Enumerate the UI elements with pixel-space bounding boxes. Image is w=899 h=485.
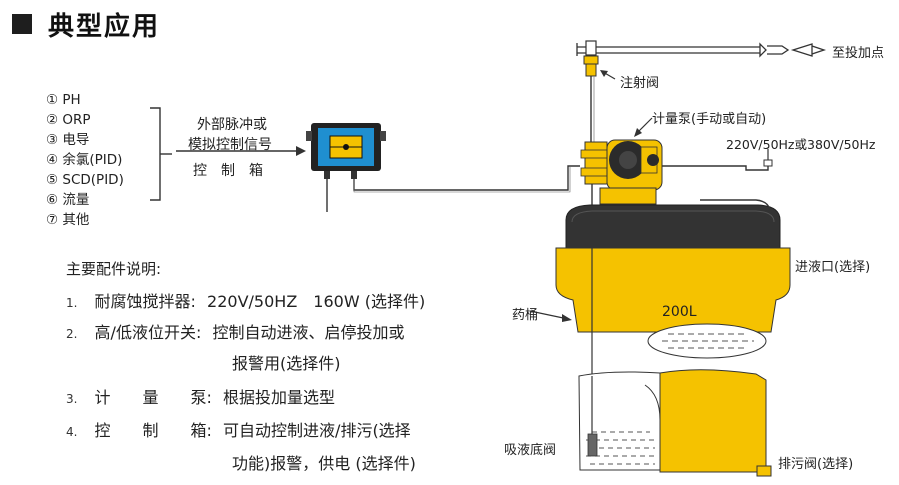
tank-lower [578,369,772,477]
signal-arrow [176,146,306,156]
accessory-number: 1. [66,296,78,310]
accessory-number: 2. [66,327,78,341]
accessory-desc-continued: 功能)报警，供电 (选择件) [232,454,416,473]
accessory-desc-continued: 报警用(选择件) [232,354,341,373]
injection-valve [583,40,599,142]
dosing-point-label: 至投加点 [832,46,885,61]
title-square-icon [12,14,32,34]
accessory-number: 4. [66,425,78,439]
parameter-item: ⑦ 其他 [46,212,90,228]
dosing-line [576,42,827,58]
accessory-item-4: 4. 控 制 箱: 可自动控制进液/排污(选择 [66,417,411,441]
accessory-item-2: 2. 高/低液位开关: 控制自动进液、启停投加或 [66,319,404,343]
accessory-item-3: 3. 计 量 泵: 根据投加量选型 [66,384,335,408]
signal-label-line2: 模拟控制信号 [188,137,272,153]
tank-lid [565,199,781,249]
accessory-name: 计 量 泵: [94,388,212,407]
parameter-item: ④ 余氯(PID) [46,152,123,168]
accessory-number: 3. [66,392,78,406]
tank-pointer [529,310,572,322]
power-cord [662,160,769,171]
page-title: 典型应用 [48,12,161,42]
accessory-name: 高/低液位开关: [94,323,202,342]
accessory-name: 耐腐蚀搅拌器: [94,292,196,311]
control-box-label: 控 制 箱 [193,163,263,179]
parameter-item: ② ORP [46,112,91,128]
signal-cable [353,165,580,191]
parameter-item: ③ 电导 [46,132,90,148]
accessory-desc: 根据投加量选型 [223,388,336,407]
control-box-device [306,123,386,212]
foot-valve-label: 吸液底阀 [504,443,557,458]
accessory-desc: 可自动控制进液/排污(选择 [223,421,411,440]
parameter-item: ① PH [46,92,81,108]
power-label: 220V/50Hz或380V/50Hz [726,137,876,152]
tank-label: 药桶 [512,308,539,323]
signal-label-line1: 外部脉冲或 [197,117,267,133]
metering-pump [580,139,663,215]
drain-valve-label: 排污阀(选择) [778,457,854,472]
tank-body [555,247,791,359]
accessories-heading: 主要配件说明: [66,260,162,278]
tank-capacity-label: 200L [662,304,697,320]
metering-pump-label: 计量泵(手动或自动) [652,112,767,127]
injection-valve-label: 注射阀 [620,76,660,91]
parameter-bracket [150,107,172,201]
parameter-item: ⑤ SCD(PID) [46,172,124,188]
accessory-desc: 控制自动进液、启停投加或 [212,323,405,342]
accessory-name: 控 制 箱: [94,421,212,440]
parameter-list: ① PH ② ORP ③ 电导 ④ 余氯(PID) ⑤ SCD(PID) ⑥ 流… [46,90,124,230]
accessory-desc: 220V/50HZ 160W (选择件) [207,292,426,311]
parameter-item: ⑥ 流量 [46,192,90,208]
inlet-label: 进液口(选择) [795,260,871,275]
pump-pointer [637,117,653,133]
accessory-item-1: 1. 耐腐蚀搅拌器: 220V/50HZ 160W (选择件) [66,288,425,312]
